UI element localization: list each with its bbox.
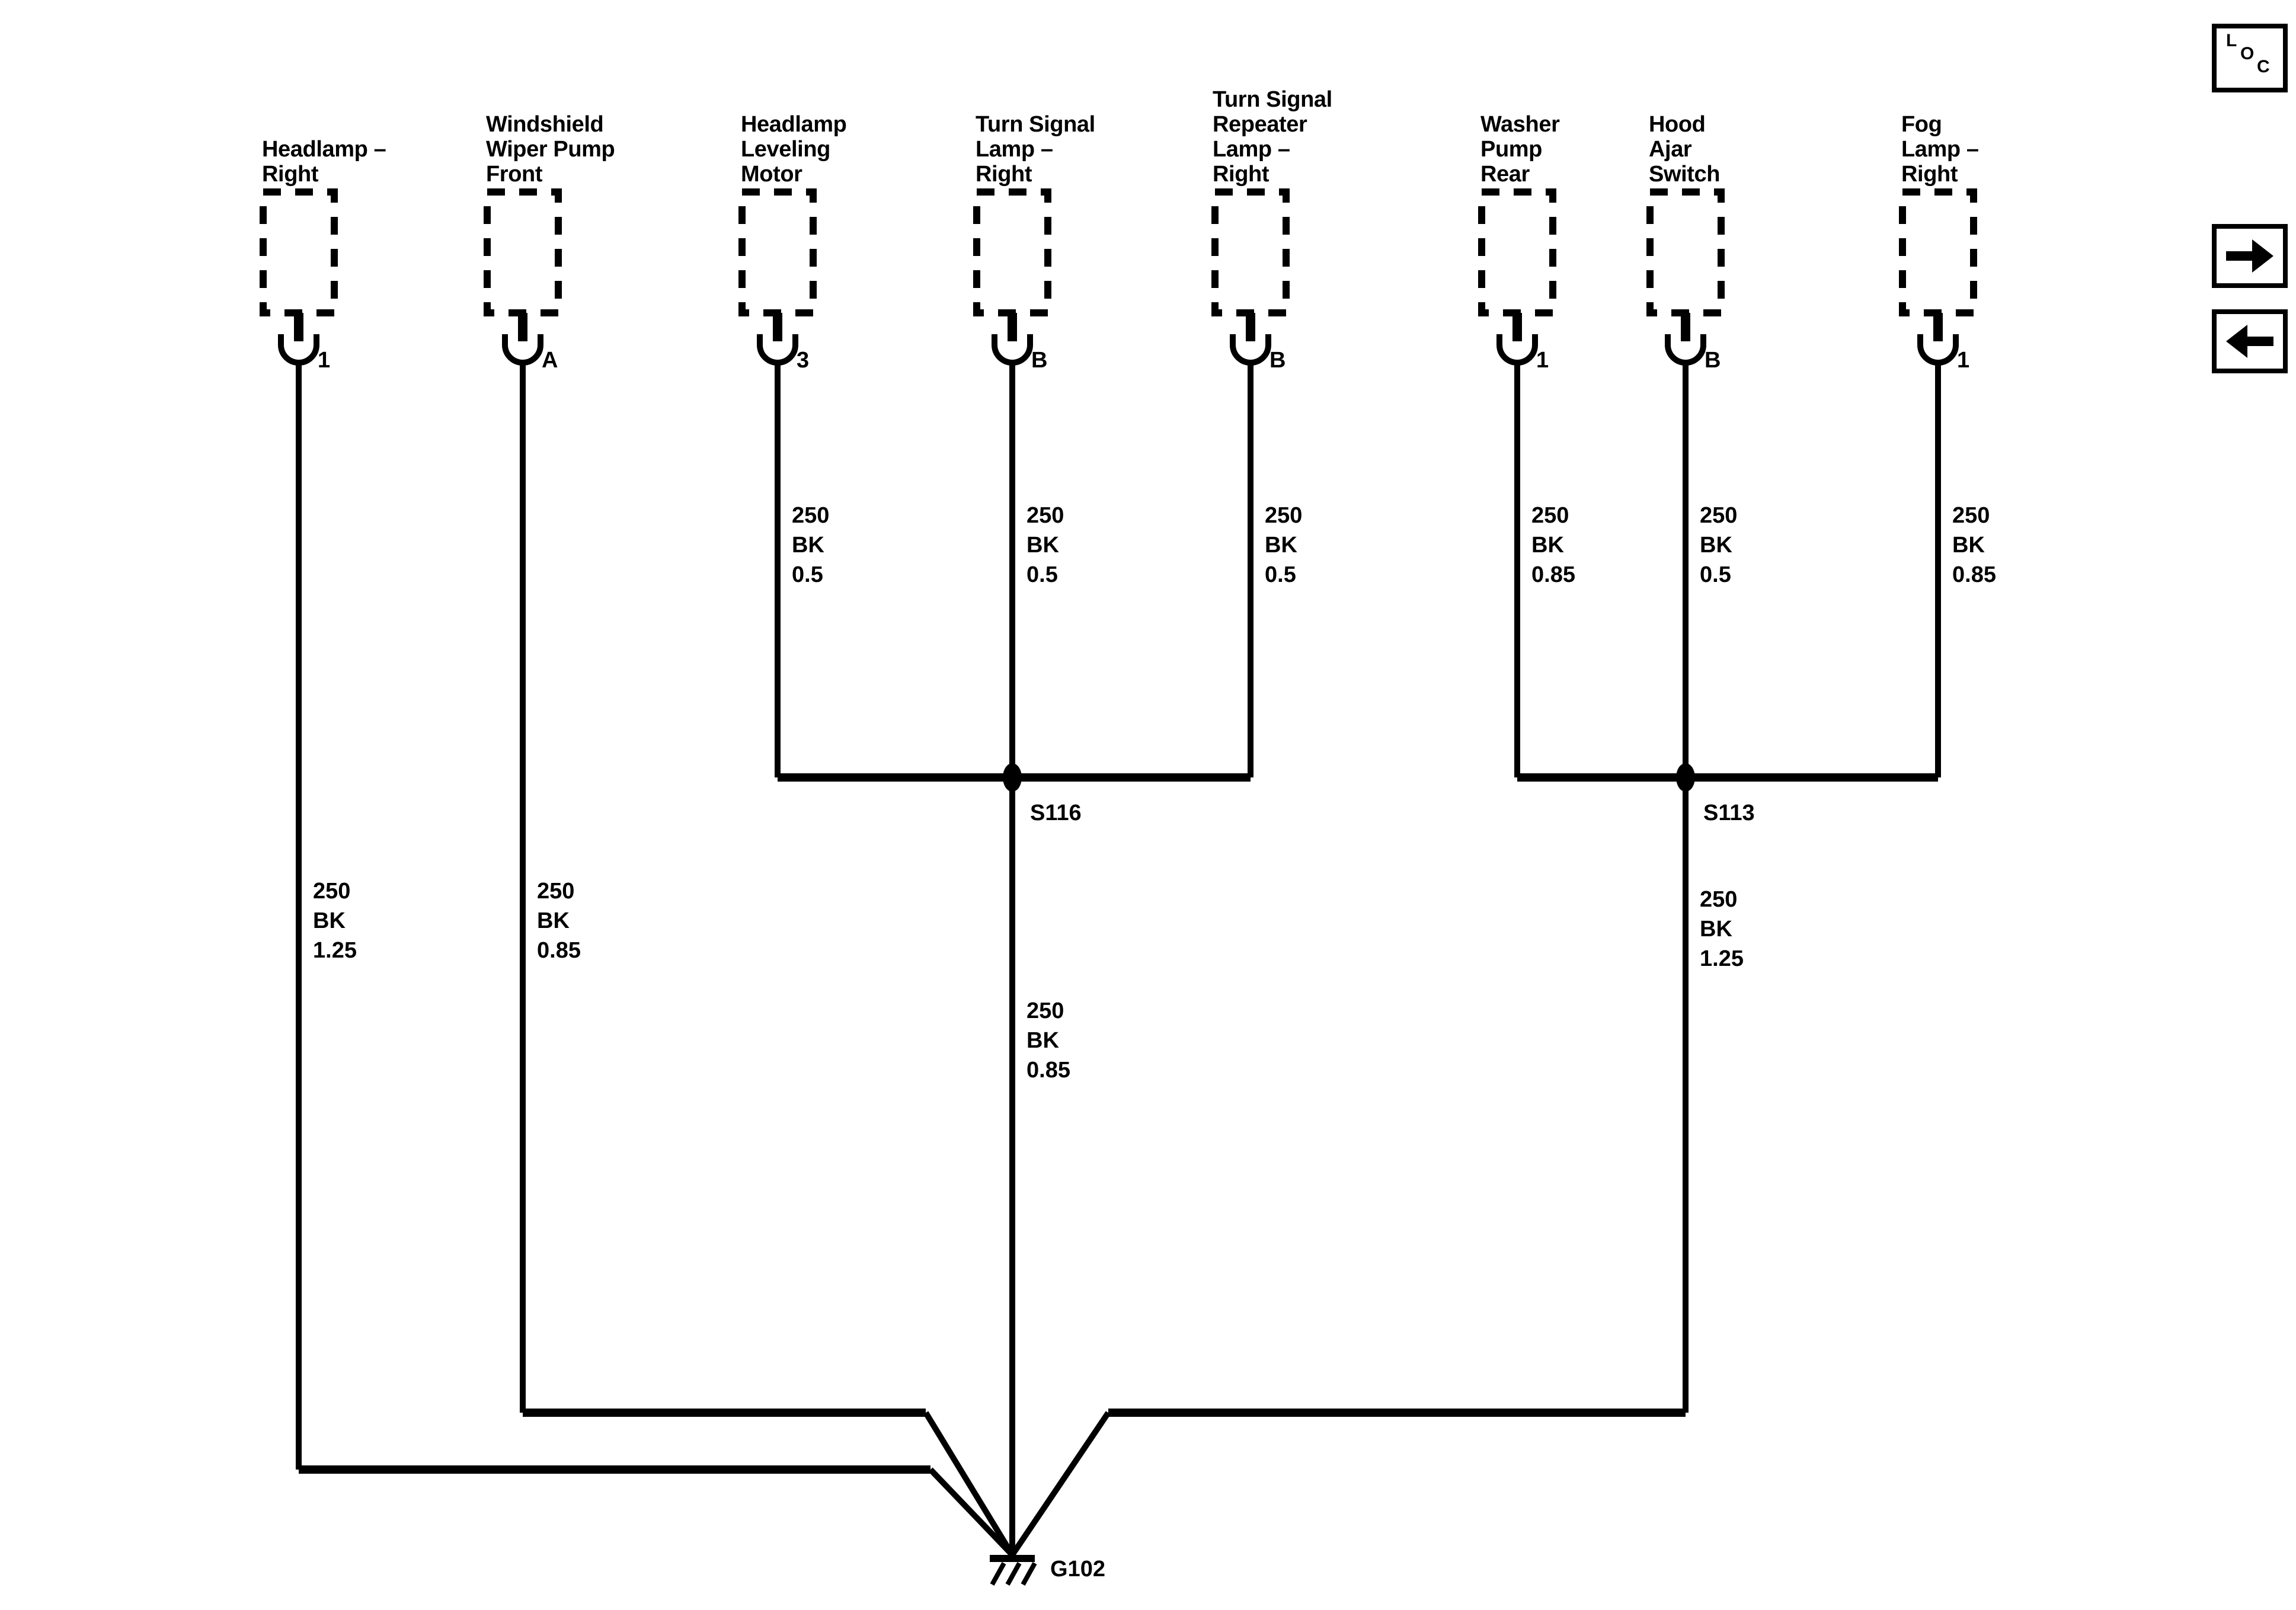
splice-label-s113: S113 [1703,801,1755,826]
wire-label-headlamp-right: 250 BK 1.25 [313,879,357,964]
wire-label-hood-ajar: 250 BK 0.5 [1700,504,1738,588]
wire-headlamp-diagonal [928,1467,1015,1557]
pin-label-windshield-wiper: A [542,348,558,373]
prev-page-button[interactable] [2212,309,2288,373]
wire-label-turn-signal: 250 BK 0.5 [1027,504,1064,588]
splice-label-s116: S116 [1030,801,1082,826]
component-label-windshield-wiper: Windshield Wiper Pump Front [486,112,615,187]
pin-label-hood-ajar: B [1705,348,1721,373]
component-label-hood-ajar: Hood Ajar Switch [1649,112,1721,187]
splice-dot-s116 [1003,763,1022,792]
wire-label-headlamp-leveling: 250 BK 0.5 [792,504,830,588]
pin-label-fog-lamp: 1 [1957,348,1970,373]
pin-label-headlamp-right: 1 [318,348,331,373]
component-label-headlamp-leveling: Headlamp Leveling Motor [741,112,847,187]
next-page-button[interactable] [2212,224,2288,288]
wire-label-washer-pump: 250 BK 0.85 [1531,504,1575,588]
wire-wiper-diagonal [923,1411,1015,1557]
connector-washer-pump-rear [1478,188,1556,366]
loc-letter-o: O [2240,44,2255,64]
connector-headlamp-leveling-motor [738,188,817,366]
wire-label-s116-ground: 250 BK 0.85 [1027,999,1070,1083]
loc-letter-l: L [2226,31,2237,51]
connector-hood-ajar-switch [1646,188,1725,366]
component-label-headlamp-right: Headlamp – Right [262,137,386,187]
left-arrow-icon [2226,325,2273,358]
pin-label-turn-signal-repeater: B [1269,348,1286,373]
component-label-turn-signal-repeater: Turn Signal Repeater Lamp – Right [1213,87,1332,187]
wire-label-s113-ground: 250 BK 1.25 [1700,888,1744,972]
pin-label-headlamp-leveling: 3 [797,348,810,373]
ground-label-g102: G102 [1050,1557,1105,1582]
wire-s113-diagonal [1009,1411,1111,1557]
component-label-washer-pump: Washer Pump Rear [1480,112,1560,187]
component-label-fog-lamp: Fog Lamp – Right [1901,112,1979,187]
wire-label-fog-lamp: 250 BK 0.85 [1952,504,1996,588]
pin-label-washer-pump: 1 [1536,348,1549,373]
ground-symbol [990,1555,1037,1586]
splice-dot-s113 [1676,763,1695,792]
connector-turn-signal-lamp [973,188,1051,366]
component-label-turn-signal: Turn Signal Lamp – Right [976,112,1095,187]
connector-headlamp-right [260,188,338,366]
wire-label-windshield-wiper: 250 BK 0.85 [537,879,581,964]
connector-fog-lamp-right [1899,188,1977,366]
connector-windshield-wiper-pump [484,188,562,366]
loc-letter-c: C [2257,57,2270,77]
pin-label-turn-signal: B [1031,348,1048,373]
right-arrow-icon [2226,239,2273,273]
wire-label-turn-signal-repeater: 250 BK 0.5 [1265,504,1303,588]
loc-button[interactable]: L O C [2212,24,2288,92]
connector-turn-signal-repeater [1211,188,1290,366]
